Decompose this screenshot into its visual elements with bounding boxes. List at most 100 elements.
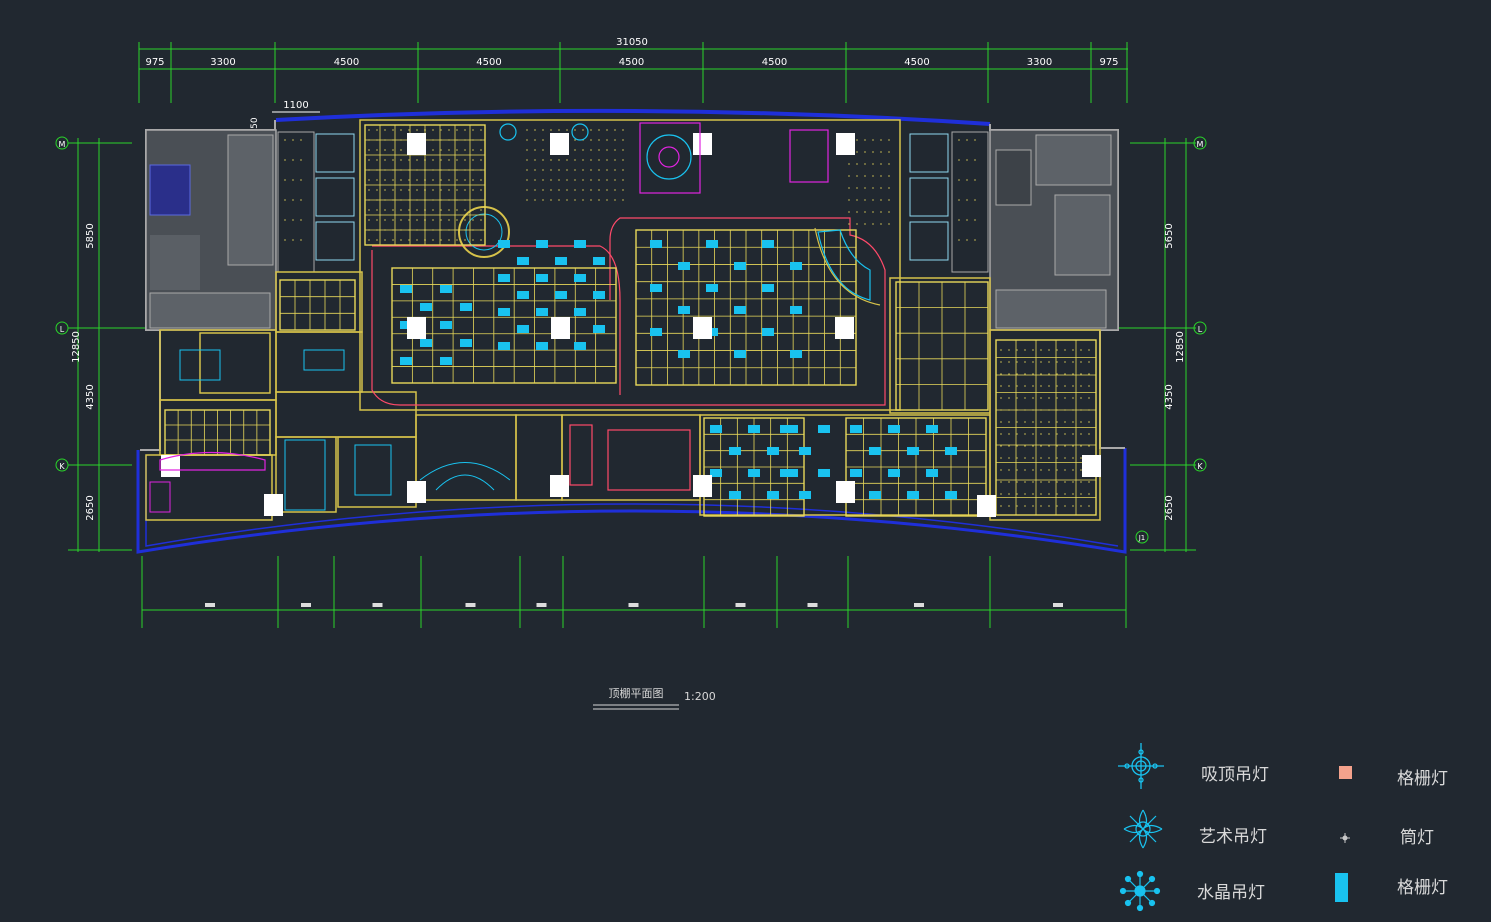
right-dim-5650: 5650 <box>1164 223 1175 248</box>
light-panel <box>440 357 452 365</box>
light-panel <box>907 447 919 455</box>
light-panel <box>460 339 472 347</box>
segment-label: 975 <box>145 57 164 68</box>
legend-label-crystal-pendant: 水晶吊灯 <box>1197 883 1265 903</box>
light-panel <box>650 328 662 336</box>
light-panel <box>926 469 938 477</box>
light-panel <box>762 284 774 292</box>
axis-right-l: L <box>1198 325 1203 334</box>
column-block <box>693 133 712 155</box>
segment-label: 4500 <box>476 57 501 68</box>
light-panel <box>593 257 605 265</box>
column-block <box>835 317 854 339</box>
dimension-tag <box>536 603 547 607</box>
magenta-room <box>149 451 266 513</box>
light-panel <box>574 274 586 282</box>
overall-dimension-label: 31050 <box>616 37 648 48</box>
light-panel <box>710 425 722 433</box>
axis-right-k: K <box>1197 462 1203 471</box>
column-block <box>407 133 426 155</box>
legend-label-art-pendant: 艺术吊灯 <box>1199 827 1267 847</box>
grille-light-bar-icon <box>1335 873 1348 902</box>
axis-left-m: M <box>59 140 66 149</box>
light-panel <box>574 308 586 316</box>
light-panel <box>593 325 605 333</box>
segment-label: 4500 <box>619 57 644 68</box>
downlight-rows <box>284 129 1090 507</box>
dimension-tag <box>914 603 924 607</box>
light-panel <box>536 240 548 248</box>
light-panel <box>460 303 472 311</box>
top-feature-rooms <box>499 122 829 194</box>
left-dim-total: 12850 <box>71 331 82 363</box>
light-panel <box>734 262 746 270</box>
light-panel <box>799 491 811 499</box>
light-panel <box>593 291 605 299</box>
title-underline <box>593 704 679 710</box>
dimension-tag <box>807 603 818 607</box>
axis-bubbles <box>55 136 1207 544</box>
column-block <box>1082 455 1101 477</box>
right-dim-total: 12850 <box>1175 331 1186 363</box>
axis-left-k: K <box>59 462 65 471</box>
column-block <box>550 475 569 497</box>
right-elevators <box>909 131 989 273</box>
column-blocks <box>161 133 1101 517</box>
light-panel <box>517 291 529 299</box>
light-panel <box>907 491 919 499</box>
segment-label: 4500 <box>904 57 929 68</box>
light-panel <box>748 469 760 477</box>
interior-partitions <box>145 119 1101 521</box>
light-panel <box>440 321 452 329</box>
dimension-tag <box>205 603 215 607</box>
segment-label: 3300 <box>1027 57 1052 68</box>
light-panel <box>780 425 792 433</box>
light-panel <box>706 240 718 248</box>
grid-area <box>391 267 617 384</box>
column-block <box>407 317 426 339</box>
column-block <box>551 317 570 339</box>
grille-light-panels <box>400 240 957 499</box>
column-block <box>407 481 426 503</box>
light-panel <box>706 284 718 292</box>
dimension-tag <box>628 603 639 607</box>
light-panel <box>790 306 802 314</box>
light-panel <box>734 350 746 358</box>
light-panel <box>790 350 802 358</box>
downlight-icon <box>1340 833 1350 843</box>
left-core <box>145 129 277 331</box>
light-panel <box>555 257 567 265</box>
axis-right-j1: J1 <box>1138 534 1146 542</box>
light-panel <box>678 262 690 270</box>
light-panel <box>536 274 548 282</box>
light-panel <box>767 491 779 499</box>
light-panel <box>536 342 548 350</box>
ceiling-pendant-icon <box>1118 743 1164 789</box>
drawing-scale: 1:200 <box>684 690 716 703</box>
light-panel <box>818 425 830 433</box>
legend-label-grille-bar: 格栅灯 <box>1397 878 1448 898</box>
light-panel <box>400 357 412 365</box>
light-panel <box>574 240 586 248</box>
light-panel <box>818 469 830 477</box>
dimension-tag <box>372 603 383 607</box>
light-panel <box>650 240 662 248</box>
dimension-tag <box>1053 603 1063 607</box>
light-panel <box>678 350 690 358</box>
light-panel <box>420 303 432 311</box>
column-block <box>161 455 180 477</box>
light-panel <box>790 262 802 270</box>
light-panel <box>945 447 957 455</box>
left-elevators <box>277 131 355 273</box>
column-block <box>977 495 996 517</box>
lower-feature <box>179 349 511 511</box>
light-panel <box>762 328 774 336</box>
column-block <box>550 133 569 155</box>
light-panel <box>729 491 741 499</box>
light-panel <box>888 425 900 433</box>
light-panel <box>799 447 811 455</box>
light-panel <box>767 447 779 455</box>
light-panel <box>869 491 881 499</box>
